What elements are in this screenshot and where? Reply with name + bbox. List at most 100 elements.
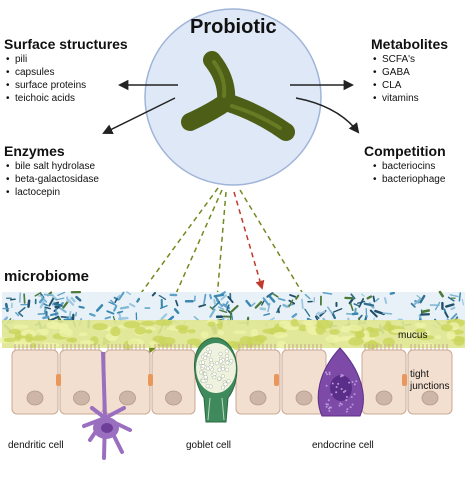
mucus-mark (302, 320, 317, 326)
microbe-mark (423, 310, 429, 311)
mucus-mark (149, 341, 157, 348)
microbe-mark (373, 296, 374, 301)
microbe-mark (90, 314, 94, 316)
tight-junction (274, 374, 279, 386)
tight-junctions-label: tight junctions (410, 369, 449, 393)
tight-junctions-line-2: junctions (410, 381, 449, 393)
enzymes-list: bile salt hydrolase beta-galactosidase l… (4, 160, 99, 199)
microbe-mark (20, 293, 21, 302)
mucus-mark (355, 331, 365, 338)
mucus-mark (369, 328, 382, 332)
microbe-mark (355, 309, 356, 313)
list-item: capsules (4, 66, 86, 79)
goblet-cell-label: goblet cell (186, 440, 231, 451)
microbe-mark (214, 300, 215, 304)
list-item: beta-galactosidase (4, 173, 99, 186)
mucus-mark (79, 332, 88, 336)
microbe-mark (385, 298, 386, 303)
microbe-mark (121, 307, 128, 308)
microbe-mark (284, 305, 287, 307)
mucus-mark (36, 329, 49, 333)
microbe-mark (44, 317, 49, 318)
microbe-mark (215, 295, 223, 296)
mucus-label: mucus (398, 330, 427, 341)
microbe-mark (391, 293, 394, 294)
tight-junction (402, 374, 407, 386)
mucus-mark (316, 325, 326, 335)
microbe-mark (232, 315, 233, 320)
tight-junction (56, 374, 61, 386)
mucus-mark (145, 329, 152, 333)
microbe-mark (368, 297, 371, 299)
dendritic-cell-label: dendritic cell (8, 440, 64, 451)
mucus-mark (233, 330, 247, 334)
mucus-mark (441, 324, 453, 331)
mucus-mark (273, 332, 287, 338)
competition-list: bacteriocins bacteriophage (371, 160, 445, 186)
endocrine-cell-label: endocrine cell (312, 440, 374, 451)
mucus-mark (446, 331, 455, 340)
mucus-mark (325, 335, 340, 343)
mucus-mark (25, 333, 33, 342)
list-item: lactocepin (4, 186, 99, 199)
metabolites-title: Metabolites (371, 36, 448, 52)
epithelial-cell (236, 344, 280, 414)
mucus-mark (110, 327, 120, 337)
microbe-mark (79, 307, 83, 308)
microbe-mark (459, 293, 460, 301)
microbe-mark (261, 309, 265, 310)
list-item: SCFA's (371, 53, 419, 66)
metabolites-list: SCFA's GABA CLA vitamins (371, 53, 419, 105)
goblet-cell (194, 338, 236, 422)
mucus-mark (329, 329, 340, 335)
list-item: pili (4, 53, 86, 66)
tight-junction (148, 374, 153, 386)
microbe-mark (210, 295, 211, 298)
epithelial-cell (60, 344, 103, 414)
mucus-mark (348, 325, 363, 332)
epithelial-cell (105, 344, 150, 414)
mucus-mark (253, 335, 267, 342)
microbe-mark (452, 308, 455, 309)
list-item: bacteriophage (371, 173, 445, 186)
mucus-mark (59, 328, 73, 338)
mucus-mark (9, 329, 21, 334)
mucus-mark (134, 327, 146, 335)
list-item: teichoic acids (4, 92, 86, 105)
mucus-mark (283, 326, 299, 331)
microbe-mark (67, 298, 68, 302)
list-item: bacteriocins (371, 160, 445, 173)
mucus-mark (291, 319, 298, 327)
mucus-mark (434, 335, 441, 339)
enzymes-title: Enzymes (4, 143, 65, 159)
microbe-mark (29, 301, 30, 307)
surface-structures-title: Surface structures (4, 36, 128, 52)
epithelial-cell (362, 344, 406, 414)
list-item: vitamins (371, 92, 419, 105)
microbe-mark (45, 295, 53, 296)
mucus-mark (383, 324, 396, 331)
mucus-mark (175, 325, 188, 330)
microbe-mark (24, 294, 25, 303)
microbe-mark (45, 309, 46, 312)
mucus-mark (364, 341, 380, 348)
mucus-mark (92, 323, 107, 330)
mucus-mark (4, 338, 16, 343)
mucus-mark (188, 329, 196, 333)
mucus-mark (277, 340, 286, 346)
microbe-mark (11, 299, 16, 300)
microbe-mark (302, 300, 303, 309)
list-item: CLA (371, 79, 419, 92)
microbiome-label: microbiome (4, 268, 89, 285)
mucus-mark (415, 322, 427, 328)
surface-structures-list: pili capsules surface proteins teichoic … (4, 53, 86, 105)
competition-title: Competition (364, 143, 446, 159)
microbe-mark (383, 313, 391, 314)
epithelial-cell (12, 344, 58, 414)
probiotic-title: Probiotic (190, 16, 277, 39)
list-item: bile salt hydrolase (4, 160, 99, 173)
microbe-mark (278, 309, 279, 313)
mucus-mark (141, 321, 155, 326)
mucus-mark (218, 330, 224, 335)
